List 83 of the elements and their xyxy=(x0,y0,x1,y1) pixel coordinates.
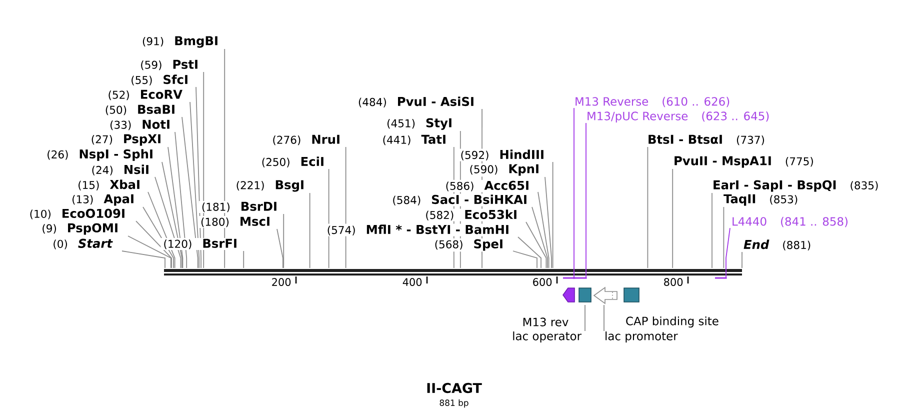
feature-label: lac promoter xyxy=(606,331,678,343)
primer-label: L4440 (841 .. 858) xyxy=(732,216,848,228)
leader-line xyxy=(243,250,244,268)
leader-line xyxy=(309,192,310,268)
site-label: (91) BmgBI xyxy=(142,36,218,48)
tick-label: 800 xyxy=(664,278,683,286)
site-label: BtsI - BtsαI (737) xyxy=(648,134,764,146)
leader-line xyxy=(328,168,330,268)
leader-line xyxy=(538,192,550,268)
leader-line xyxy=(148,192,176,268)
leader-line xyxy=(518,236,542,268)
sequence-backbone xyxy=(164,269,742,276)
tick-label: 600 xyxy=(533,278,552,286)
site-label: (590) KpnI xyxy=(470,164,538,176)
site-label: (27) PspXI xyxy=(92,134,160,146)
feature-label: CAP binding site xyxy=(626,316,718,328)
leader-line xyxy=(526,222,547,268)
map-title: II-CAGT xyxy=(427,382,482,394)
leader-line xyxy=(174,132,188,268)
primer-label: M13 Reverse (610 .. 626) xyxy=(576,96,730,108)
tick-label: 200 xyxy=(272,278,291,286)
site-label: (24) NsiI xyxy=(92,164,148,176)
site-label: (250) EciI xyxy=(262,156,324,168)
site-label: (221) BsgI xyxy=(236,180,304,192)
leader-line xyxy=(283,214,284,268)
site-label: (582) Eco53kI xyxy=(426,210,516,220)
leader-line xyxy=(154,176,182,268)
leader-line xyxy=(128,236,172,268)
site-label: (181) BsrDI xyxy=(202,202,276,212)
site-label: (484) PvuI - AsiSI xyxy=(358,96,474,108)
leader-line xyxy=(162,162,182,268)
site-label: (180) MscI xyxy=(201,216,270,228)
primer-label: M13/pUC Reverse (623 .. 645) xyxy=(588,111,769,123)
site-label: (10) EcoO109I xyxy=(30,208,124,220)
site-label: End (881) xyxy=(744,240,810,250)
leader-line xyxy=(584,304,586,332)
leader-line xyxy=(672,168,674,268)
leader-line xyxy=(647,146,648,268)
leader-line xyxy=(453,146,454,268)
leader-line xyxy=(345,146,346,268)
feature-box xyxy=(578,288,592,302)
site-label: (568) SpeI xyxy=(435,239,502,251)
site-label: (59) PstI xyxy=(141,60,198,70)
leader-line xyxy=(142,206,174,268)
site-label: (15) XbaI xyxy=(78,180,140,190)
map-caption: 881 bp xyxy=(440,399,468,408)
leader-line xyxy=(276,228,284,268)
leader-line xyxy=(532,206,548,268)
site-label: (276) NruI xyxy=(273,134,340,146)
leader-line xyxy=(726,228,730,278)
site-label: TaqII (853) xyxy=(724,194,798,206)
site-label: (451) StyI xyxy=(387,118,452,130)
site-label: (584) SacI - BsiHKAI xyxy=(393,194,526,206)
site-label: PvuII - MspA1I (775) xyxy=(674,156,813,168)
site-label: (441) TatI xyxy=(383,134,446,146)
leader-line xyxy=(723,206,724,268)
leader-line xyxy=(122,250,166,268)
site-label: (574) MflI * - BstYI - BamHI xyxy=(328,224,508,236)
feature-label: M13 rev xyxy=(523,318,568,326)
leader-line xyxy=(544,176,552,268)
site-label: (586) Acc65I xyxy=(446,180,528,192)
site-label: (13) ApaI xyxy=(72,194,134,206)
leader-line xyxy=(224,48,226,268)
leader-line xyxy=(168,146,184,268)
site-label: (0) Start xyxy=(54,238,113,250)
site-label: (50) BsaBI xyxy=(106,104,174,116)
leader-line xyxy=(190,102,200,268)
site-label: (52) EcoRV xyxy=(108,90,182,100)
leader-line xyxy=(196,86,202,268)
site-label: (55) SfcI xyxy=(132,74,188,86)
site-label: (120) BsrFI xyxy=(164,238,236,250)
leader-line xyxy=(552,162,554,268)
leader-line xyxy=(182,116,198,268)
site-label: (592) HindIII xyxy=(461,150,544,160)
leader-line xyxy=(136,220,172,268)
site-label: (33) NotI xyxy=(110,120,170,130)
leader-line xyxy=(512,250,538,268)
leader-line xyxy=(203,72,204,268)
site-label: (26) NspI - SphI xyxy=(48,149,152,161)
site-label: EarI - SapI - BspQI (835) xyxy=(714,180,878,192)
feature-label: lac operator xyxy=(513,331,582,343)
site-label: (9) PspOMI xyxy=(42,223,118,235)
leader-line xyxy=(460,130,461,268)
